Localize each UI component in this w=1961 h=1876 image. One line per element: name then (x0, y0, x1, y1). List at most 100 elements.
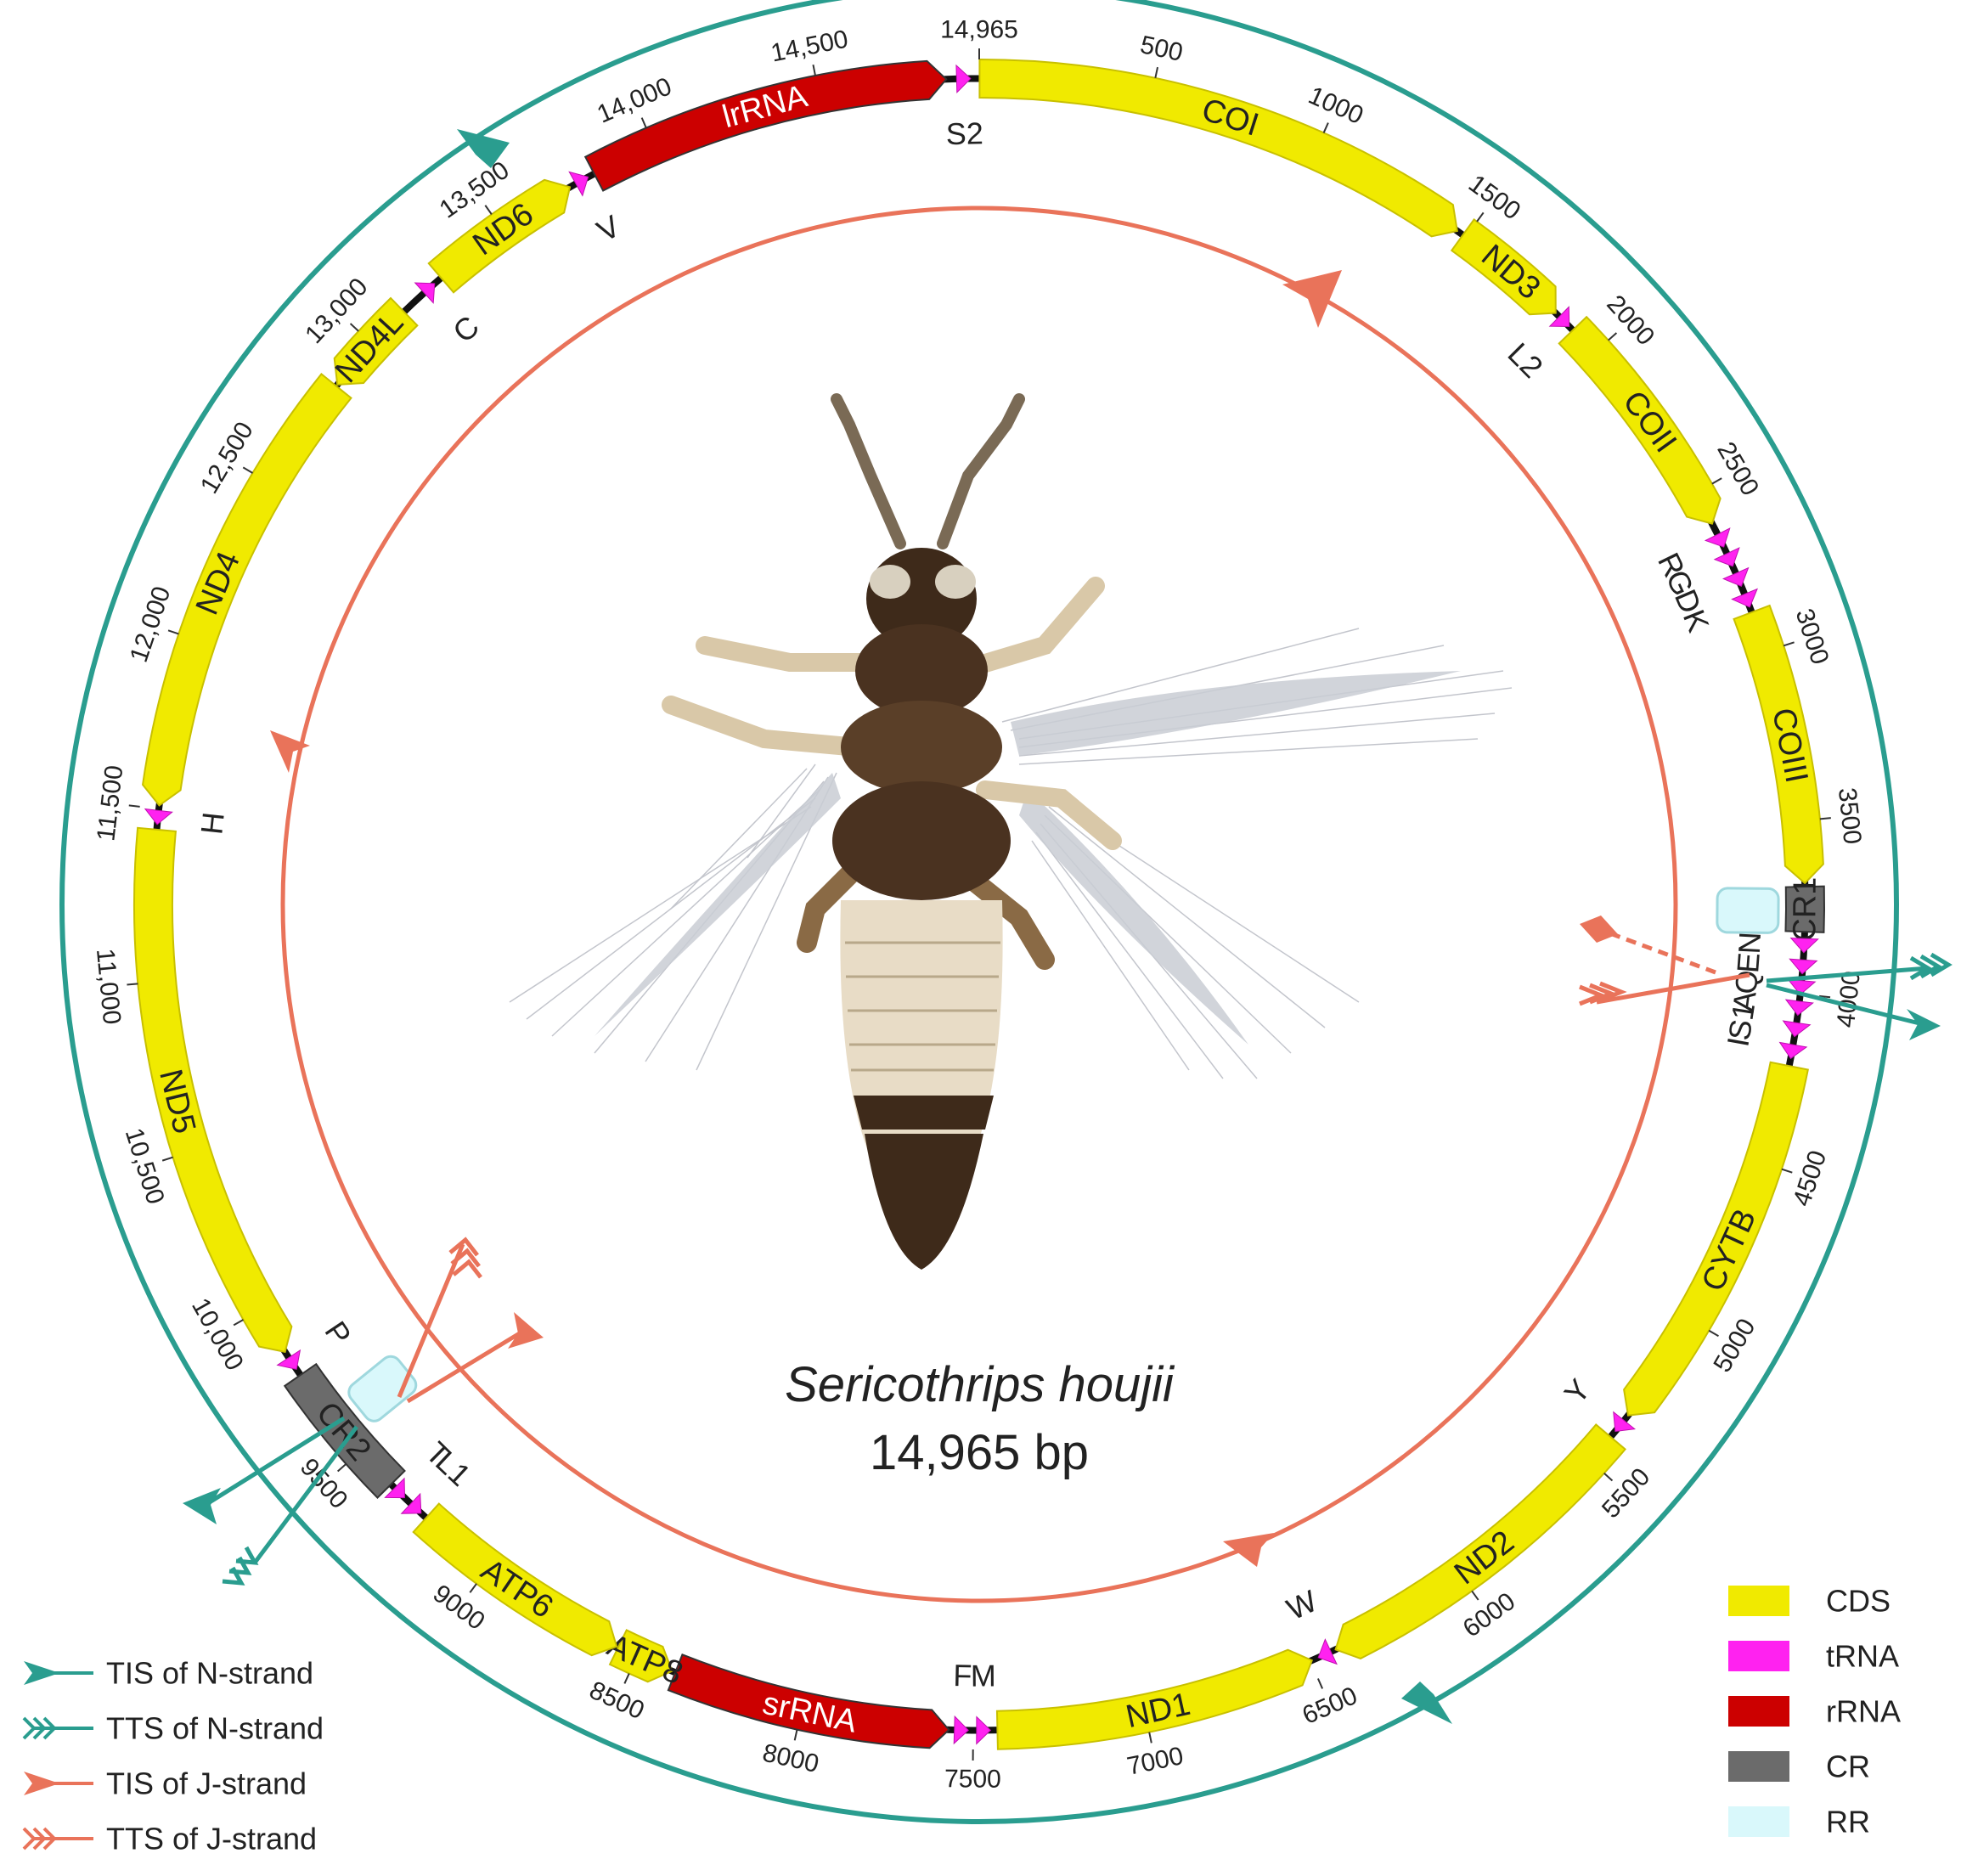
trna-q-arrow (1787, 978, 1817, 995)
trna-e-arrow (1789, 958, 1818, 975)
trna-a-arrow (1784, 999, 1814, 1017)
trna-g-arrow (1713, 547, 1740, 567)
rr-box-cr1 (1716, 887, 1780, 934)
leg-mid-left (662, 696, 867, 757)
tick-6500 (1316, 1678, 1324, 1689)
cr1-block (1784, 885, 1825, 933)
atp8-block (608, 1629, 673, 1683)
leg-hind-right (976, 780, 1122, 850)
tick-label-14965: 14,965 (940, 16, 1018, 44)
feature-nd5: ND5 (133, 826, 293, 1354)
trna-f-arrow (953, 1715, 969, 1745)
tick-14000 (640, 117, 647, 128)
label-coiii: COIII (1765, 705, 1814, 786)
cytb-block (1623, 1061, 1809, 1417)
tick-label-6000: 6000 (1458, 1587, 1520, 1643)
trna-n-arrow (1789, 938, 1819, 954)
tis-n-strand-icon-cr2 (183, 1488, 221, 1524)
trna-i-arrow (1778, 1041, 1808, 1060)
specimen-image (509, 393, 1513, 1270)
wing-right-lower (1019, 790, 1248, 1045)
tts-n-strand-icon-cr1 (1909, 952, 1953, 981)
feature-nd3: ND3 (1450, 218, 1557, 316)
tick-12000 (167, 629, 179, 635)
j-strand-ring (280, 206, 1678, 1603)
legend-arrow-item: TIS of J-strand (24, 1766, 307, 1801)
coi-block (978, 58, 1458, 238)
legend-type-label: rRNA (1826, 1694, 1901, 1729)
tick-label-9000: 9000 (428, 1580, 490, 1636)
feature-f: F (953, 1658, 972, 1745)
feature-e: E (1730, 951, 1818, 975)
legend-arrow-item: TTS of J-strand (22, 1822, 317, 1856)
tick-label-3000: 3000 (1790, 606, 1834, 668)
metathorax (832, 781, 1011, 900)
legend-type-item: tRNA (1728, 1639, 1899, 1674)
atp6-block (412, 1502, 618, 1657)
legend-type-label: tRNA (1826, 1639, 1899, 1674)
tick-label-8000: 8000 (760, 1738, 821, 1778)
tis-icon (24, 1661, 59, 1685)
feature-y: Y (1558, 1372, 1637, 1433)
label-cytb: CYTB (1695, 1203, 1764, 1297)
tick-label-7500: 7500 (944, 1765, 1001, 1793)
tts-icon (22, 1716, 57, 1740)
legend-arrow-label: TTS of J-strand (106, 1822, 317, 1856)
tick-label-3500: 3500 (1833, 786, 1867, 846)
legend-arrow-label: TIS of N-strand (106, 1656, 313, 1691)
coiii-block (1733, 604, 1824, 885)
trna-k-arrow (1731, 588, 1758, 608)
rr-box-cr2 (347, 1355, 418, 1422)
mesothorax (841, 701, 1002, 794)
tick-8000 (793, 1729, 798, 1741)
feature-cr1: CR1 (1784, 876, 1825, 942)
legend-swatch (1728, 1641, 1789, 1671)
srrna-block (667, 1653, 950, 1749)
label-a: A (1726, 989, 1763, 1014)
nd2-block (1334, 1423, 1627, 1660)
tts-n-strand-signal-cr1 (1766, 966, 1929, 983)
legend-swatch (1728, 1696, 1789, 1727)
feature-a: A (1726, 989, 1814, 1017)
trna-m-arrow (976, 1715, 992, 1745)
n-strand-ring (59, 0, 1899, 1824)
species-name: Sericothrips houjii (785, 1357, 1175, 1412)
wing-right (1011, 671, 1461, 756)
label-s2: S2 (945, 115, 983, 151)
label-f: F (953, 1658, 972, 1693)
trna-s1-arrow (1782, 1020, 1812, 1038)
nd4-block (141, 373, 352, 807)
legend-swatch (1728, 1586, 1789, 1616)
tts-j-strand-signal-cr2 (397, 1243, 465, 1398)
j-strand-direction-arrow-bottom (1223, 1533, 1274, 1567)
leg-hind-right-2 (966, 873, 1055, 970)
legend-arrow-label: TTS of N-strand (106, 1711, 324, 1746)
wing-fringes (509, 628, 1513, 1079)
cr2-block (283, 1362, 406, 1499)
nd3-block (1450, 218, 1557, 316)
feature-srrna: srRNA (667, 1653, 950, 1749)
tis-n-strand-icon-cr1 (1907, 1009, 1941, 1040)
tick-label-12000: 12,000 (125, 583, 177, 666)
tick-label-11500: 11,500 (92, 763, 128, 842)
tts-n-strand-signal-cr2 (253, 1425, 358, 1564)
label-m: M (971, 1658, 996, 1693)
tick-11500 (128, 804, 140, 808)
tick-label-4000: 4000 (1832, 970, 1866, 1029)
label-q: Q (1728, 968, 1766, 995)
abdomen-band (854, 1096, 994, 1130)
legend-type-label: CR (1826, 1749, 1870, 1784)
label-coi: COI (1197, 92, 1263, 144)
feature-l2: L2 (1502, 306, 1570, 385)
legend-swatch (1728, 1806, 1789, 1837)
tick-10000 (233, 1319, 244, 1327)
leg-front-left (696, 636, 884, 672)
tick-label-2500: 2500 (1711, 437, 1764, 500)
feature-nd2: ND2 (1334, 1423, 1627, 1660)
label-h: H (194, 810, 231, 836)
tick-label-11000: 11,000 (91, 948, 126, 1026)
trna-d-arrow (1722, 566, 1750, 587)
wing-left (594, 773, 841, 1036)
